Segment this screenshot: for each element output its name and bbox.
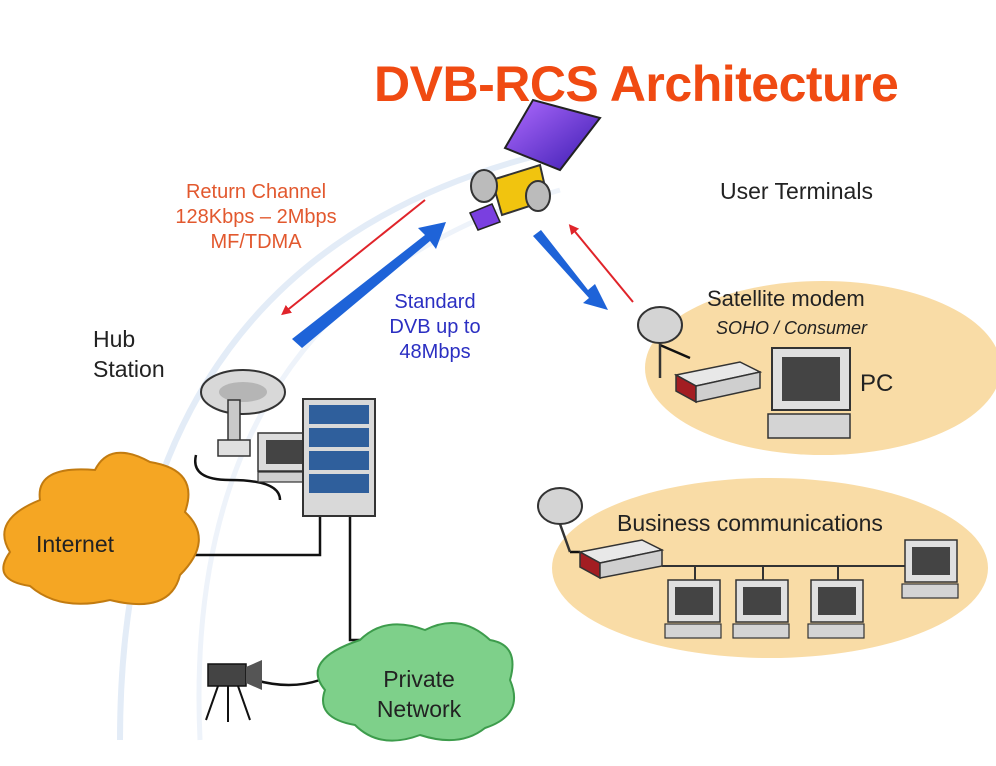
pc-icon [767,347,851,439]
business-terminal-oval [552,478,988,658]
business-computer-4-icon [901,539,959,599]
orbit-arc [117,147,561,741]
satellite-icon [468,98,602,231]
forward-channel-line-2: DVB up to [389,316,481,338]
forward-arrow-downlink [533,230,608,310]
business-computer-1-icon [664,579,722,639]
business-computer-3-icon [807,579,865,639]
private-network-label: Private Network [354,665,484,725]
pc-label: PC [860,370,894,397]
internet-label: Internet [36,531,114,557]
return-channel-arrow-right [568,224,634,303]
hub-server-rack-icon [302,398,376,517]
soho-dish-icon [637,306,683,378]
forward-channel-line-1: Standard [394,291,476,313]
business-computer-2-icon [732,579,790,639]
satellite-modem-icon [673,361,763,404]
forward-arrow-uplink [292,222,446,348]
private-network-line-1: Private [383,666,455,692]
soho-consumer-label: SOHO / Consumer [716,318,868,338]
private-network-cloud-icon [316,622,515,742]
forward-channel-line-3: 48Mbps [399,341,471,363]
return-channel-line-2: 128Kbps – 2Mbps [175,206,337,228]
satellite-modem-label: Satellite modem [707,286,865,311]
hub-dish-icon [200,369,286,457]
private-network-line-2: Network [376,695,462,722]
return-channel-arrow-left [281,199,426,316]
internet-cloud-icon [2,451,200,606]
hub-station-label: Hub Station [93,325,165,385]
business-dish-icon [537,487,583,553]
business-lan-line [662,565,905,580]
return-channel-line-3: MF/TDMA [210,231,302,253]
hub-station-line-1: Hub [93,326,136,352]
user-terminals-label: User Terminals [720,178,873,204]
return-channel-label: Return Channel 128Kbps – 2Mbps MF/TDMA [156,180,356,255]
forward-channel-label: Standard DVB up to 48Mbps [365,290,505,365]
return-channel-line-1: Return Channel [185,181,327,203]
business-modem-icon [577,539,665,580]
video-camera-icon [205,660,262,722]
hub-workstation-icon [257,432,313,483]
hub-station-line-2: Station [93,355,165,382]
diagram-title: DVB-RCS Architecture [374,56,899,112]
business-communications-label: Business communications [617,510,883,536]
